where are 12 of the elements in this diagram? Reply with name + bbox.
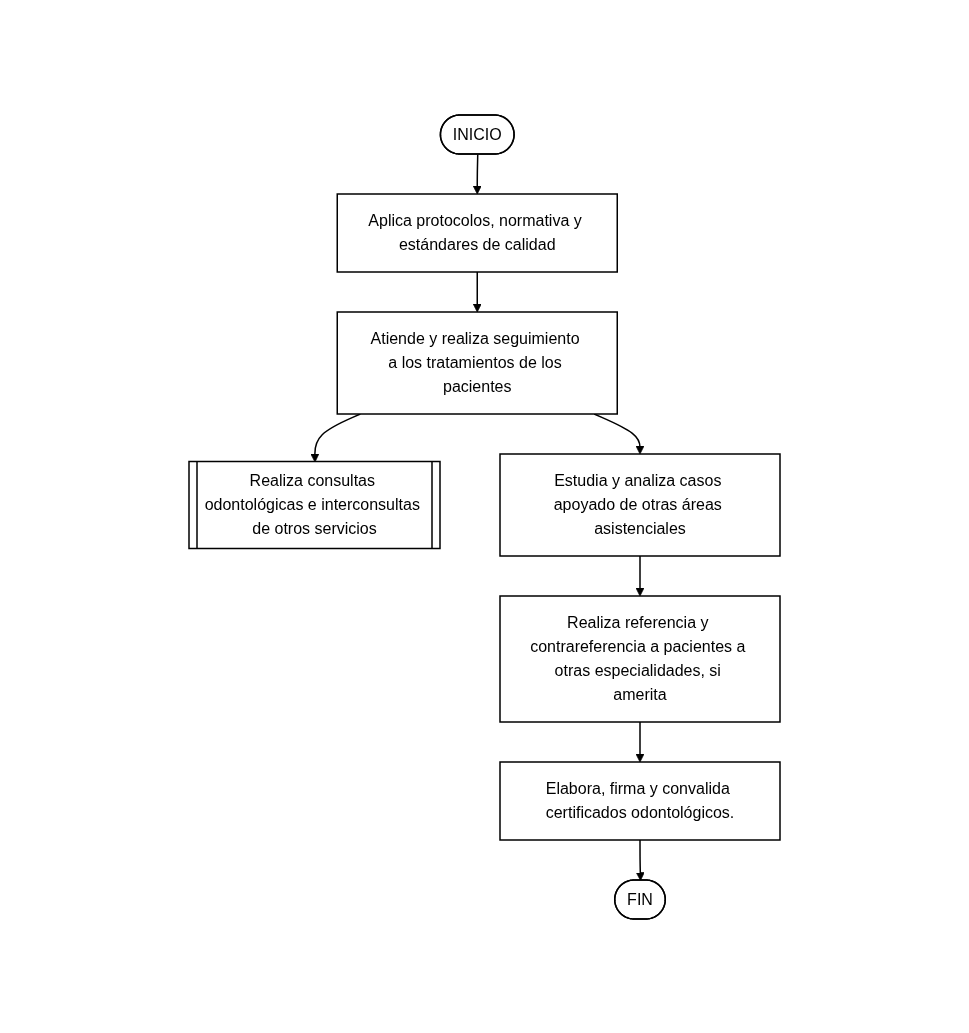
arrow	[635, 838, 645, 881]
arrow	[635, 554, 645, 596]
node-box: Realiza referencia y contrareferencia a pacientes a otras especialidades, si amerita	[499, 594, 781, 723]
node-box: Aplica protocolos, normativa y estándares de calidad	[336, 192, 618, 273]
arrow	[472, 153, 482, 194]
arrow	[310, 412, 362, 462]
node-box: Atiende y realiza seguimiento a los tratamientos de los pacientes	[336, 310, 618, 415]
node-box: Elabora, firma y convalida certificados odontológicos.	[499, 760, 781, 841]
arrow	[593, 412, 645, 454]
node-box: Estudia y analiza casos apoyado de otras áreas asistenciales	[499, 452, 781, 557]
arrow	[472, 270, 482, 312]
arrow	[635, 720, 645, 762]
